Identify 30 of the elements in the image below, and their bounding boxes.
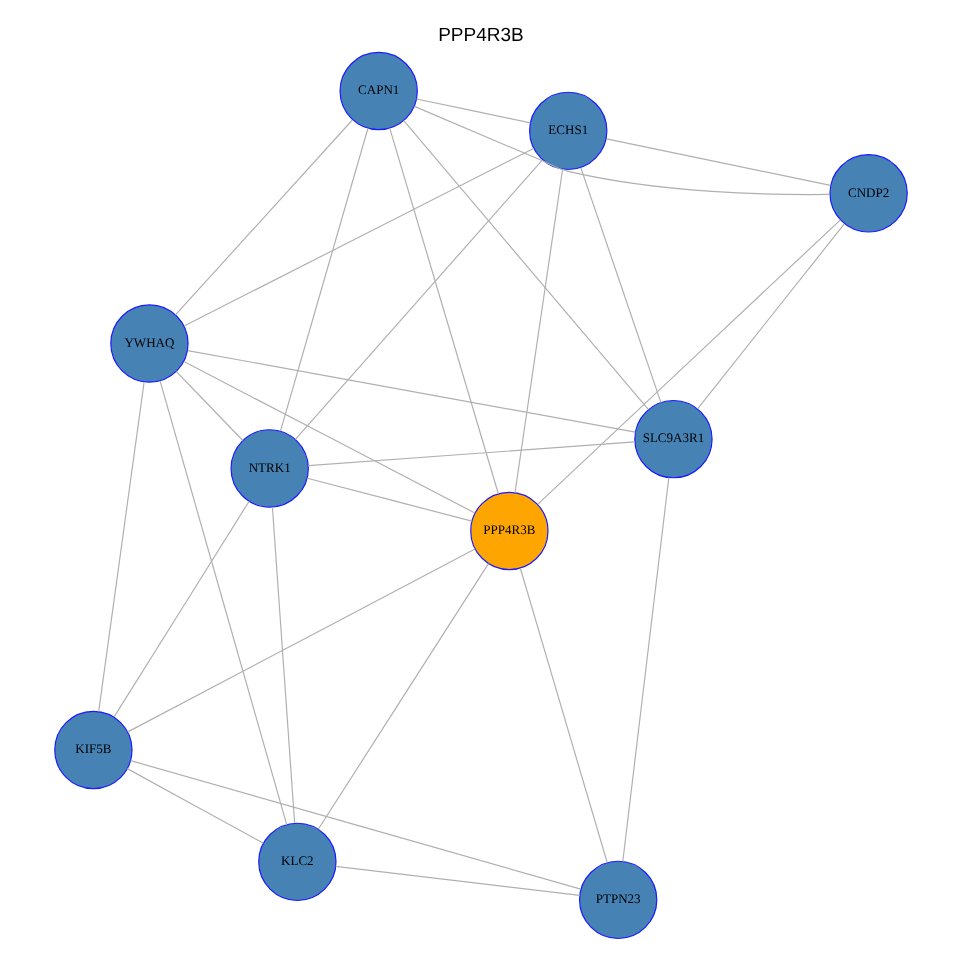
connector	[402, 120, 648, 411]
connector	[696, 223, 844, 410]
connector	[579, 167, 661, 404]
connector	[306, 441, 635, 467]
connector	[414, 98, 530, 124]
connector	[270, 506, 295, 824]
connector	[305, 477, 472, 522]
connector	[125, 768, 263, 844]
connector	[316, 563, 489, 830]
connector	[182, 147, 534, 327]
connector	[604, 138, 831, 187]
connector	[186, 349, 635, 433]
connector	[536, 219, 840, 505]
connector	[174, 371, 243, 442]
connector	[182, 360, 475, 514]
diagram-title: PPP4R3B	[437, 25, 523, 48]
connector	[621, 477, 669, 863]
connector	[129, 760, 581, 890]
connector	[158, 380, 287, 826]
connector	[126, 548, 475, 733]
connector	[388, 127, 498, 495]
connector	[112, 500, 249, 718]
connector	[513, 168, 563, 494]
connector	[97, 381, 144, 713]
connector	[173, 119, 352, 316]
connector	[278, 127, 368, 432]
connector	[518, 567, 607, 863]
connector	[334, 865, 580, 896]
connector	[412, 105, 830, 196]
connector	[293, 159, 542, 440]
